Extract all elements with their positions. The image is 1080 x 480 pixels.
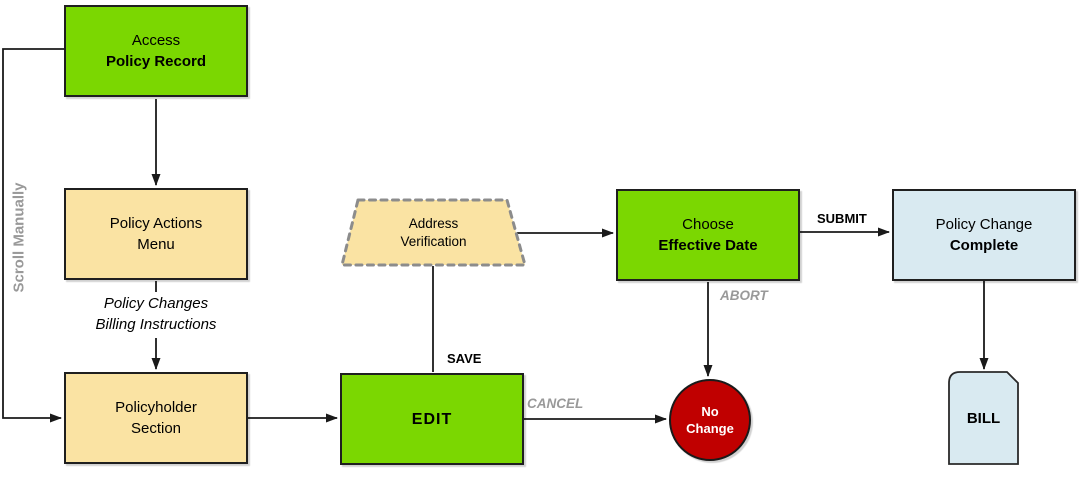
node-address-verification: Address Verification — [342, 200, 525, 265]
label-cancel: CANCEL — [527, 396, 584, 411]
label-menu-options-line1: Policy Changes — [103, 295, 209, 312]
label-menu-options: Policy Changes Billing Instructions — [40, 293, 272, 335]
shape-bill-card — [948, 371, 1019, 465]
node-edit: EDIT — [340, 373, 524, 465]
node-complete-line1: Policy Change — [935, 216, 1033, 233]
node-edit-label: EDIT — [411, 410, 453, 428]
node-choose-line1: Choose — [682, 216, 734, 233]
node-policy-change-complete: Policy Change Complete — [892, 189, 1076, 281]
node-choose-effective-date: Choose Effective Date — [616, 189, 800, 281]
node-policyholder-line1: Policyholder — [115, 399, 197, 416]
node-policyholder-line2: Section — [130, 420, 182, 437]
label-menu-options-line2: Billing Instructions — [95, 316, 217, 333]
label-save: SAVE — [447, 351, 482, 366]
connector-scroll-manually-rail — [2, 48, 64, 423]
node-no-change-line1: No — [701, 404, 719, 419]
node-access-line1: Access — [131, 32, 181, 49]
label-scroll-manually: Scroll Manually — [10, 182, 28, 293]
label-submit: SUBMIT — [817, 211, 867, 226]
node-bill-label: BILL — [966, 410, 1001, 427]
node-complete-line2: Complete — [949, 237, 1019, 254]
node-access-policy-record: Access Policy Record — [64, 5, 248, 97]
node-verification-line1: Address — [408, 215, 459, 231]
node-menu-line2: Menu — [137, 236, 175, 253]
label-abort: ABORT — [720, 288, 768, 303]
node-access-line2: Policy Record — [105, 53, 207, 70]
node-bill: BILL — [949, 372, 1018, 465]
node-menu-line1: Policy Actions — [109, 215, 203, 232]
shape-address-verification-trapezoid — [340, 198, 527, 267]
node-verification-line2: Verification — [400, 233, 467, 249]
node-policy-actions-menu: Policy Actions Menu — [64, 188, 248, 280]
node-choose-line2: Effective Date — [658, 237, 758, 254]
node-no-change-line2: Change — [686, 421, 734, 436]
node-policyholder-section: Policyholder Section — [64, 372, 248, 464]
node-no-change: No Change — [669, 379, 751, 461]
